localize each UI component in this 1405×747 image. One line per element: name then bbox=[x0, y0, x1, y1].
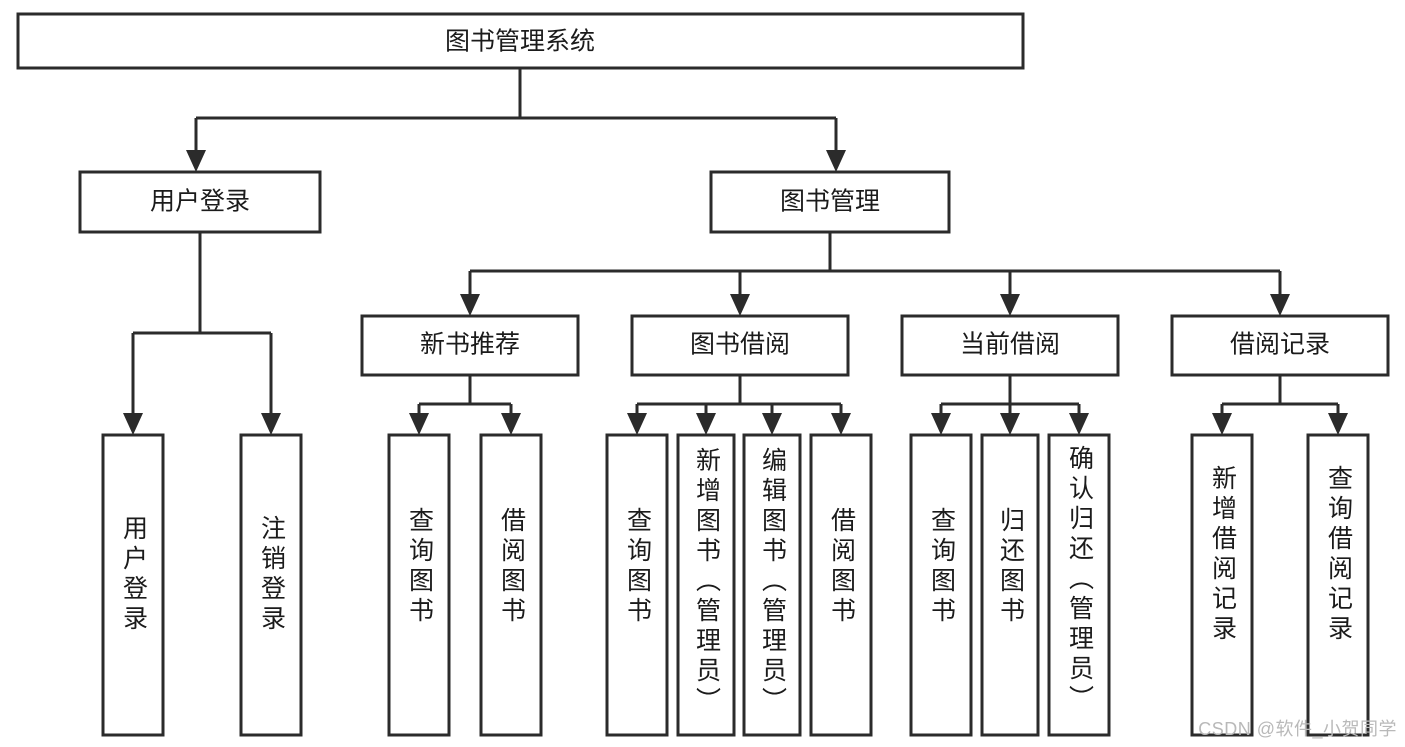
node-current-borrow-label: 当前借阅 bbox=[960, 331, 1060, 359]
connector-user-login-to-leaves bbox=[123, 232, 281, 435]
node-book-borrow-label: 图书借阅 bbox=[690, 331, 790, 359]
node-new-book-recommend-label: 新书推荐 bbox=[420, 331, 520, 359]
leaf-box-new-book-1[interactable] bbox=[479, 433, 543, 737]
leaf-box-user-login-1[interactable] bbox=[239, 433, 303, 737]
node-book-manage[interactable]: 图书管理 bbox=[709, 170, 951, 234]
node-user-login[interactable]: 用户登录 bbox=[78, 170, 322, 234]
leaf-box-book-borrow-0[interactable] bbox=[605, 433, 669, 737]
leaf-box-borrow-record-1[interactable] bbox=[1306, 433, 1370, 737]
watermark-text: CSDN @软件_小贺同学 bbox=[1198, 719, 1397, 739]
leaf-box-new-book-0[interactable] bbox=[387, 433, 451, 737]
connector-new-book-recommend-to-leaves bbox=[409, 375, 521, 435]
connector-root-to-level2 bbox=[186, 68, 846, 172]
node-root-label: 图书管理系统 bbox=[445, 28, 595, 56]
node-root[interactable]: 图书管理系统 bbox=[16, 12, 1025, 70]
leaf-box-current-borrow-0[interactable] bbox=[909, 433, 973, 737]
leaf-box-user-login-0[interactable] bbox=[101, 433, 165, 737]
node-book-borrow[interactable]: 图书借阅 bbox=[630, 314, 850, 377]
leaf-box-book-borrow-2[interactable] bbox=[742, 433, 802, 737]
connector-borrow-record-to-leaves bbox=[1212, 375, 1348, 435]
connector-book-borrow-to-leaves bbox=[627, 375, 851, 435]
node-new-book-recommend[interactable]: 新书推荐 bbox=[360, 314, 580, 377]
leaf-box-current-borrow-2[interactable] bbox=[1047, 433, 1111, 737]
leaf-box-book-borrow-3[interactable] bbox=[809, 433, 873, 737]
leaf-box-book-borrow-1[interactable] bbox=[676, 433, 736, 737]
leaf-box-borrow-record-0[interactable] bbox=[1190, 433, 1254, 737]
connector-book-manage-to-level3 bbox=[460, 232, 1290, 316]
leaf-box-current-borrow-1[interactable] bbox=[980, 433, 1040, 737]
connector-current-borrow-to-leaves bbox=[931, 375, 1089, 435]
node-borrow-record-label: 借阅记录 bbox=[1230, 331, 1330, 359]
node-current-borrow[interactable]: 当前借阅 bbox=[900, 314, 1120, 377]
node-user-login-label: 用户登录 bbox=[150, 188, 250, 216]
node-borrow-record[interactable]: 借阅记录 bbox=[1170, 314, 1390, 377]
node-book-manage-label: 图书管理 bbox=[780, 188, 880, 216]
